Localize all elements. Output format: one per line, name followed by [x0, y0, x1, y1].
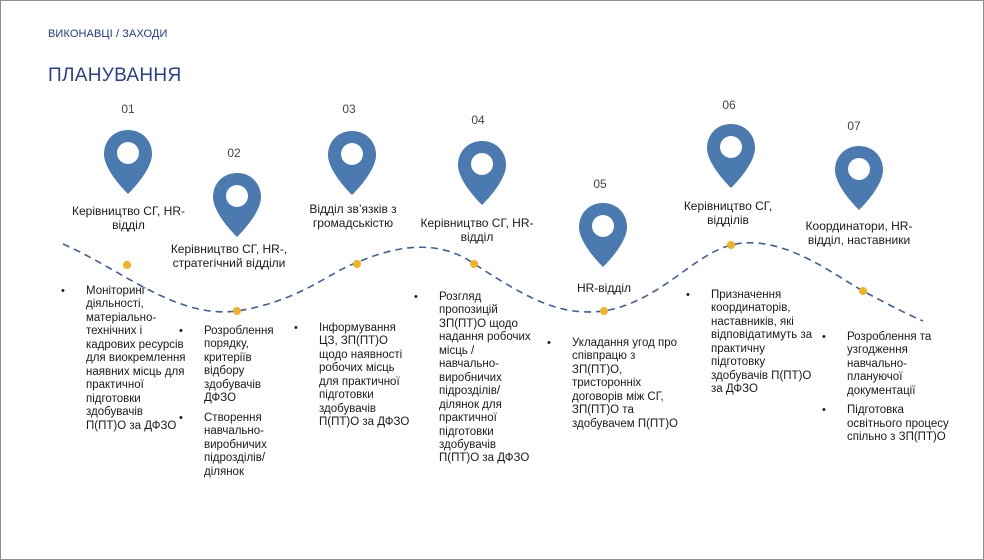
action-item: Розгляд пропозицій ЗП(ПТ)О щодо надання … [414, 291, 537, 466]
breadcrumb: ВИКОНАВЦІ / ЗАХОДИ [48, 28, 168, 40]
step-owner-1: Керівництво СГ, HR-відділ [71, 204, 186, 232]
map-pin-icon [835, 146, 883, 210]
timeline-dot-7 [859, 287, 867, 295]
map-pin-icon [328, 131, 376, 195]
map-pin-icon [104, 130, 152, 194]
step-owner-4: Керівництво СГ, HR-відділ [420, 216, 534, 244]
step-actions-7: Розроблення та узгодження навчально-план… [822, 331, 962, 451]
page-title: ПЛАНУВАННЯ [48, 65, 182, 86]
step-actions-2: Розроблення порядку, критеріїв відбору з… [179, 325, 286, 485]
map-pin-icon [213, 173, 261, 237]
step-actions-3: Інформування ЦЗ, ЗП(ПТ)О щодо наявності … [294, 322, 411, 436]
action-item: Інформування ЦЗ, ЗП(ПТ)О щодо наявності … [294, 322, 411, 430]
timeline-dot-6 [727, 241, 735, 249]
step-actions-6: Призначення координаторів, наставників, … [686, 289, 815, 403]
action-item: Укладання угод про співпрацю з ЗП(ПТ)О, … [547, 337, 680, 431]
action-item: Моніторинг діяльності, матеріально-техні… [61, 285, 186, 433]
step-owner-3: Відділ зв’язків з громадськістю [309, 202, 397, 230]
step-number-4: 04 [471, 113, 485, 127]
action-item: Розроблення порядку, критеріїв відбору з… [179, 325, 286, 406]
step-owner-6: Керівництво СГ, відділів [683, 199, 773, 227]
timeline-dot-4 [470, 260, 478, 268]
step-actions-1: Моніторинг діяльності, матеріально-техні… [61, 285, 186, 439]
timeline-wave [62, 242, 924, 322]
timeline-dot-2 [233, 307, 241, 315]
map-pin-icon [579, 203, 627, 267]
action-item: Підготовка освітнього процесу спільно з … [822, 404, 962, 444]
map-pin-icon [707, 124, 755, 188]
action-item: Розроблення та узгодження навчально-план… [822, 331, 962, 398]
map-pin-icon [458, 141, 506, 205]
timeline-dot-1 [123, 261, 131, 269]
step-number-1: 01 [121, 102, 135, 116]
step-owner-7: Координатори, HR-відділ, наставники [805, 219, 913, 247]
timeline-dot-5 [600, 307, 608, 315]
action-item: Призначення координаторів, наставників, … [686, 289, 815, 397]
step-number-2: 02 [227, 146, 241, 160]
step-number-6: 06 [722, 98, 736, 112]
step-number-5: 05 [593, 177, 607, 191]
step-actions-5: Укладання угод про співпрацю з ЗП(ПТ)О, … [547, 337, 680, 437]
step-actions-4: Розгляд пропозицій ЗП(ПТ)О щодо надання … [414, 291, 537, 472]
step-owner-5: HR-відділ [576, 281, 632, 295]
step-owner-2: Керівництво СГ, HR-, стратегічний відділ… [170, 242, 288, 270]
action-item: Створення навчально-виробничих підрозділ… [179, 412, 286, 479]
step-number-7: 07 [847, 119, 861, 133]
timeline-dot-3 [353, 260, 361, 268]
step-number-3: 03 [342, 102, 356, 116]
